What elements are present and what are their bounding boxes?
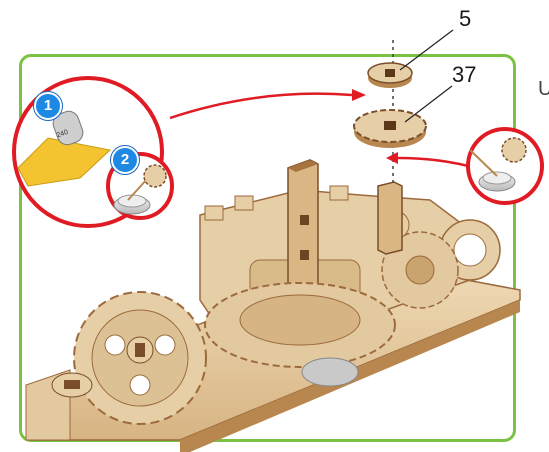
small-gear-waxing — [144, 165, 166, 187]
part-number-37: 37 — [452, 62, 476, 88]
arrow-head-right — [386, 152, 398, 164]
right-callout — [468, 129, 542, 203]
part-number-5: 5 — [459, 6, 471, 32]
step-badge-2: 2 — [111, 146, 139, 174]
step-badge-1: 1 — [34, 92, 62, 120]
edge-text: U — [538, 78, 549, 101]
central-shaft — [288, 160, 318, 298]
small-gear-right — [502, 138, 526, 162]
large-left-gear — [74, 292, 206, 424]
right-post — [378, 182, 402, 254]
exploded-part-5 — [368, 30, 453, 186]
exploded-part-37 — [354, 86, 452, 148]
instruction-arrows — [170, 94, 476, 168]
arrow-head-left — [352, 89, 366, 101]
